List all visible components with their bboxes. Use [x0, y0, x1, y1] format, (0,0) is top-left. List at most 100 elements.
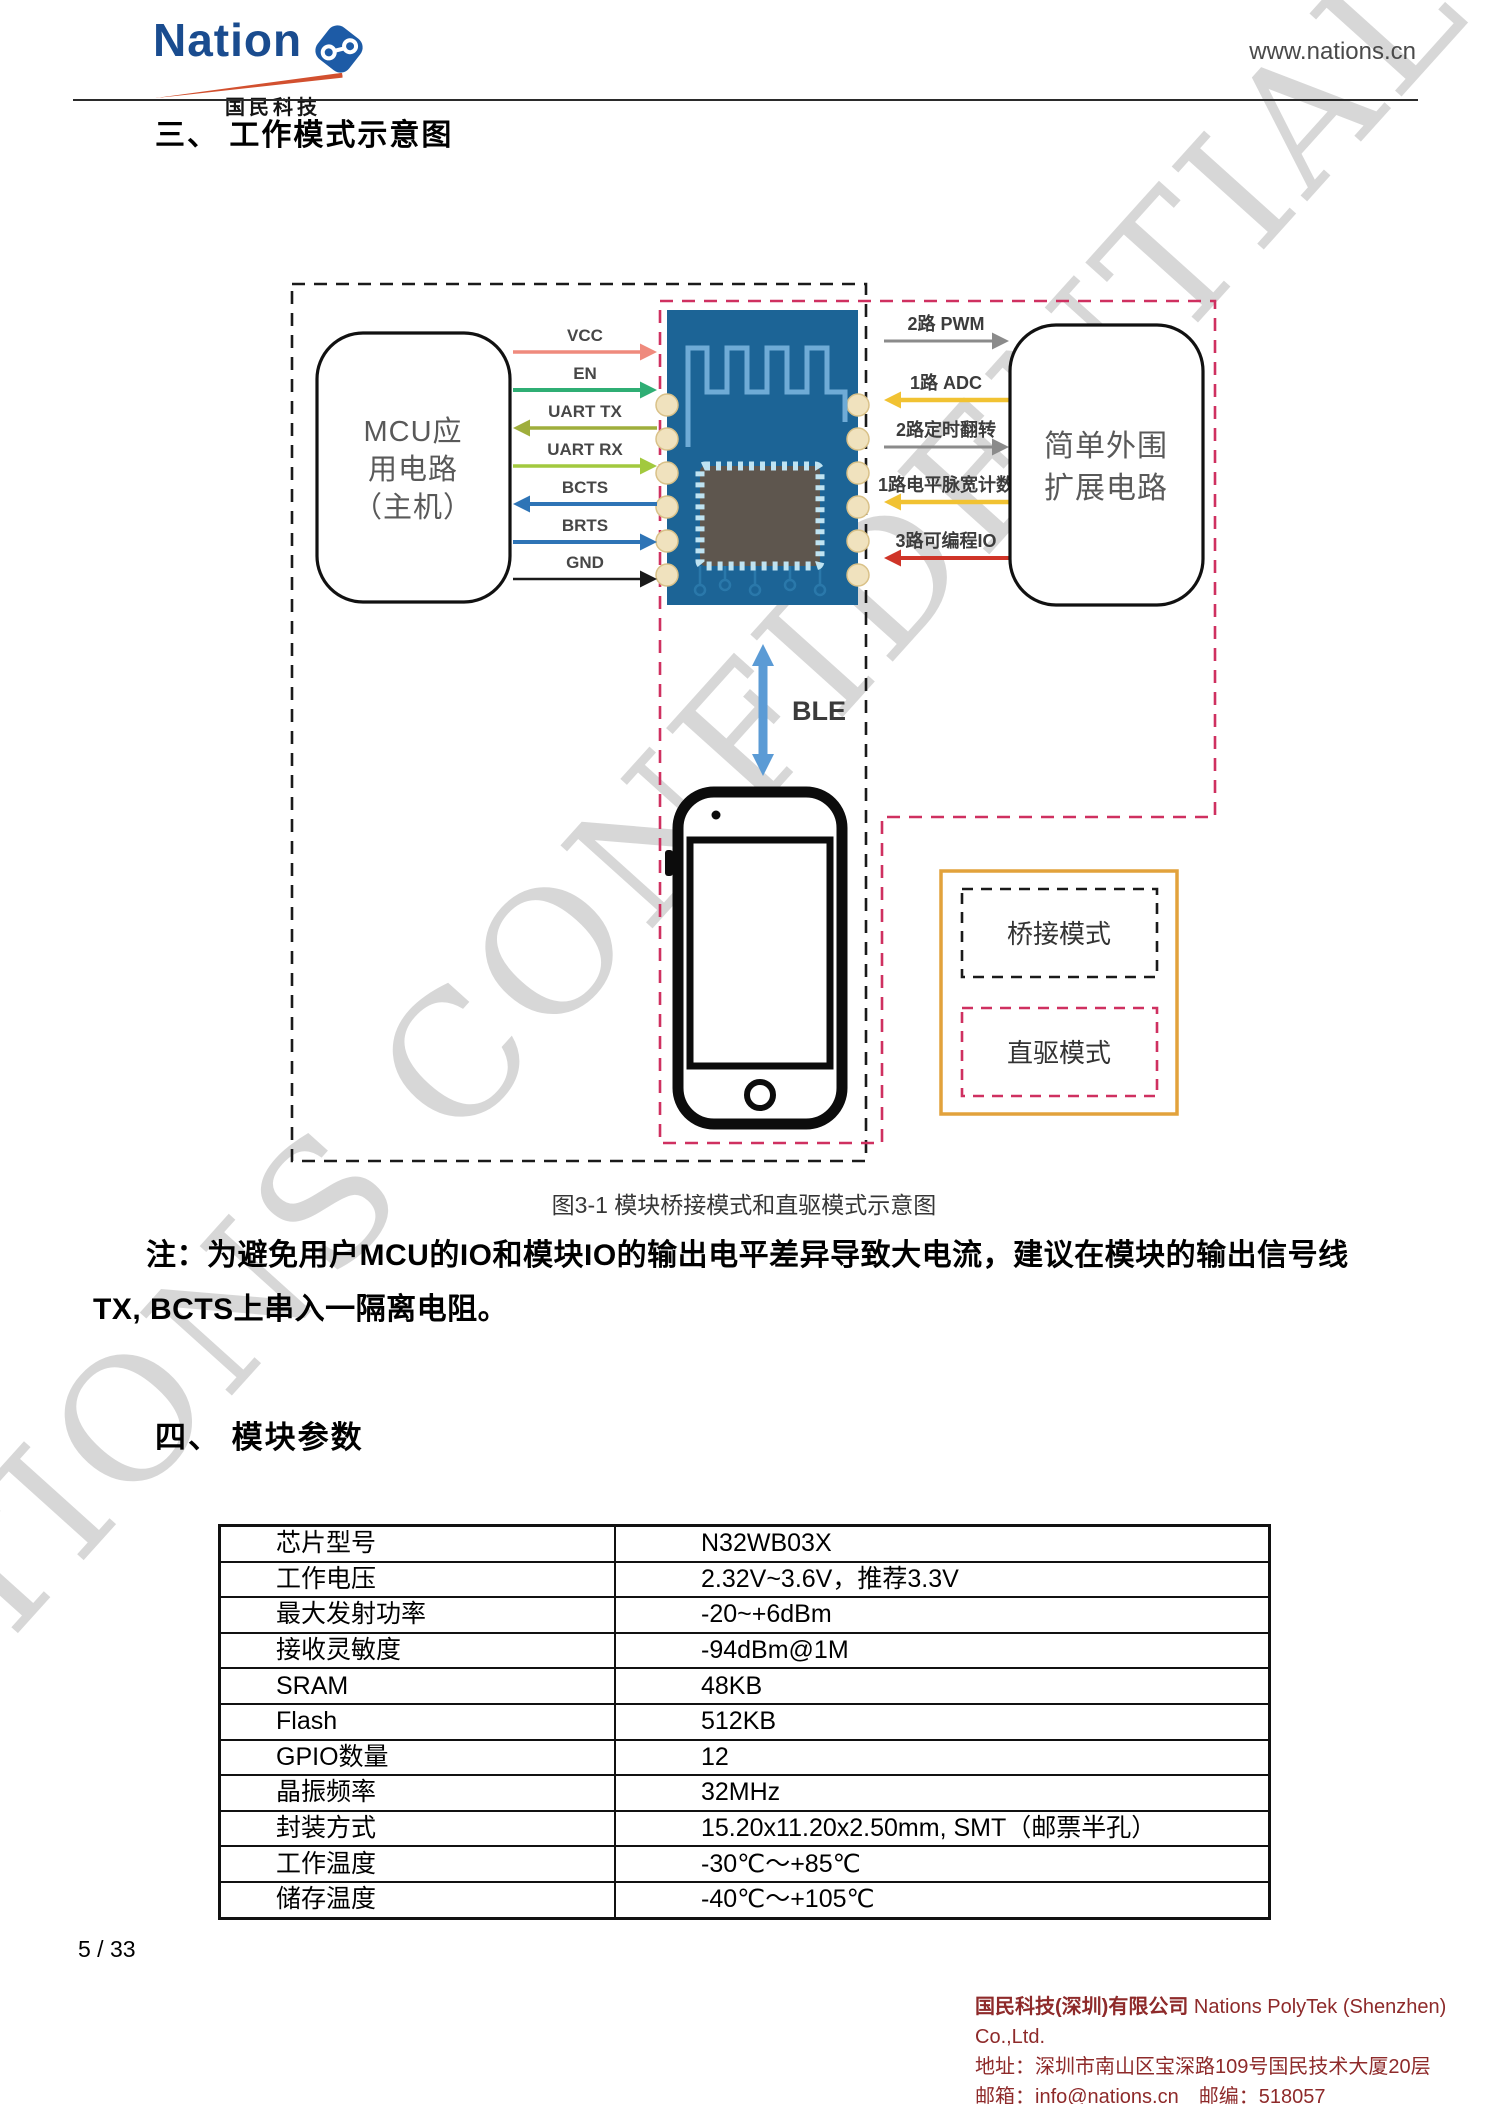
signal-arrowhead — [640, 343, 657, 361]
footer-zip: 邮编：518057 — [1178, 2086, 1326, 2104]
param-value: -40℃～+105℃ — [614, 1880, 1271, 1920]
signal-arrowhead — [884, 549, 901, 567]
legend-bridge-box — [960, 887, 1159, 979]
signal-arrowhead — [640, 457, 657, 475]
signal-label: UART RX — [547, 440, 623, 459]
legend-frame — [939, 869, 1179, 1116]
param-name: 工作电压 — [218, 1560, 616, 1599]
peripheral-box-line1: 简单外围 — [1044, 430, 1168, 463]
signal-2路定时翻转: 2路定时翻转 — [884, 419, 1009, 456]
signal-label: VCC — [567, 326, 603, 345]
param-value: 12 — [614, 1738, 1271, 1777]
antenna-trace — [685, 345, 848, 447]
phone-screen — [686, 836, 834, 1070]
figure-caption: 图3-1 模块桥接模式和直驱模式示意图 — [551, 1192, 937, 1218]
param-value: -20~+6dBm — [614, 1596, 1271, 1634]
signal-arrowhead — [513, 495, 530, 513]
param-name: Flash — [218, 1702, 616, 1741]
table-row: 储存温度-40℃～+105℃ — [218, 1880, 1271, 1920]
signal-vcc: VCC — [513, 326, 657, 361]
param-name: 储存温度 — [218, 1880, 616, 1920]
param-value: N32WB03X — [614, 1524, 1271, 1563]
ble-label: BLE — [792, 696, 846, 726]
table-row: 最大发射功率-20~+6dBm — [218, 1596, 1271, 1634]
param-name: SRAM — [218, 1667, 616, 1705]
footer-company-cn: 国民科技(深圳)有限公司 — [975, 1996, 1189, 2018]
legend-direct-box — [960, 1006, 1159, 1098]
signal-arrowhead — [992, 438, 1009, 456]
signal-label: 3路可编程IO — [895, 530, 996, 551]
param-value: 512KB — [614, 1702, 1271, 1741]
peripheral-box: 简单外围 扩展电路 — [1008, 323, 1205, 607]
module-castellation-pads — [655, 393, 870, 587]
footer-email: 邮箱：info@nations.cn — [975, 2086, 1179, 2104]
table-row: 工作温度-30℃～+85℃ — [218, 1845, 1271, 1883]
param-value: 15.20x11.20x2.50mm, SMT（邮票半孔） — [614, 1809, 1271, 1848]
peripheral-box-line2: 扩展电路 — [1044, 472, 1168, 505]
nations-logo: Nation 国民科技 — [153, 14, 368, 120]
signal-1路电平脉宽计数: 1路电平脉宽计数 — [878, 474, 1015, 511]
header-divider — [73, 99, 1418, 101]
signal-label: BCTS — [562, 478, 608, 497]
signal-arrowhead — [884, 391, 901, 409]
param-value: -94dBm@1M — [614, 1631, 1271, 1670]
signal-arrowhead — [640, 570, 657, 588]
signal-label: 2路定时翻转 — [896, 419, 996, 440]
page-number: 5 / 33 — [78, 1936, 136, 1962]
footer-contact: 邮箱：info@nations.cn 邮编：518057 — [975, 2082, 1488, 2104]
legend: 桥接模式 直驱模式 — [939, 869, 1179, 1116]
website-url: www.nations.cn — [1249, 38, 1416, 65]
signal-brts: BRTS — [513, 516, 657, 551]
footer-company-en: Nations PolyTek (Shenzhen) Co.,Ltd. — [975, 1996, 1447, 2048]
param-name: GPIO数量 — [218, 1738, 616, 1777]
param-name: 芯片型号 — [218, 1524, 616, 1563]
signal-1路-adc: 1路 ADC — [884, 372, 1009, 409]
legend-bridge-label: 桥接模式 — [1007, 919, 1111, 949]
nations-logo-icon — [310, 20, 368, 83]
signal-label: 1路电平脉宽计数 — [878, 474, 1015, 495]
signal-arrowhead — [884, 493, 901, 511]
ble-link-arrow: BLE — [752, 644, 846, 776]
signal-arrowhead — [640, 381, 657, 399]
footer-address: 地址：深圳市南山区宝深路109号国民技术大厦20层 — [975, 2056, 1431, 2078]
signal-label: UART TX — [548, 402, 622, 421]
signal-arrowhead — [513, 419, 530, 437]
phone-home-button — [744, 1079, 776, 1111]
signal-label: BRTS — [562, 516, 608, 535]
direct-mode-frame — [658, 299, 1217, 1145]
phone — [665, 786, 848, 1130]
signal-label: GND — [566, 553, 604, 572]
signal-uart-rx: UART RX — [513, 440, 657, 475]
phone-camera-dot — [711, 810, 721, 820]
signal-label: 2路 PWM — [907, 313, 984, 334]
signal-bcts: BCTS — [513, 478, 657, 513]
signal-uart-tx: UART TX — [513, 402, 657, 437]
mcu-box-line3: （主机） — [353, 491, 473, 524]
logo-chinese-name: 国民科技 — [225, 97, 321, 119]
section3-title: 三、 工作模式示意图 — [155, 119, 454, 152]
signal-2路-pwm: 2路 PWM — [884, 313, 1009, 350]
logo-wordmark: Nation — [153, 14, 303, 66]
signal-en: EN — [513, 364, 657, 399]
param-name: 最大发射功率 — [218, 1596, 616, 1634]
footer-company: 国民科技(深圳)有限公司 Nations PolyTek (Shenzhen) … — [975, 1992, 1488, 2052]
signal-label: 1路 ADC — [910, 372, 982, 393]
signal-gnd: GND — [513, 553, 657, 588]
mcu-module-signals: VCC EN UART TX UART RX BCTS BRTS GND — [513, 326, 657, 588]
qfn-chip — [695, 461, 825, 571]
module-peripheral-signals: 2路 PWM 1路 ADC 2路定时翻转 1路电平脉宽计数 3路可编程IO — [878, 313, 1015, 567]
param-value: 48KB — [614, 1667, 1271, 1705]
signal-label: EN — [573, 364, 597, 383]
param-value: -30℃～+85℃ — [614, 1845, 1271, 1883]
legend-direct-label: 直驱模式 — [1007, 1038, 1111, 1068]
